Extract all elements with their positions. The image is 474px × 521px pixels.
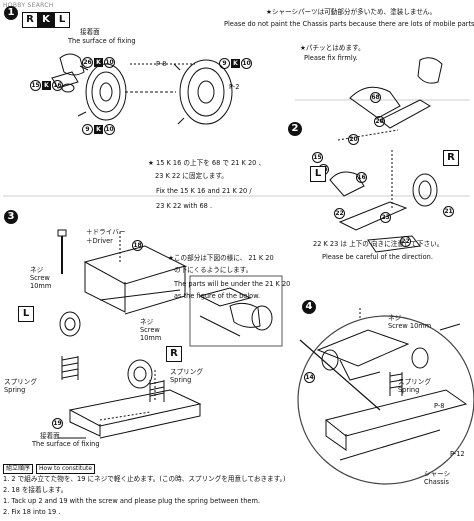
chassis-jp: シャーシ [424, 470, 451, 478]
step4-chassis-drawing [297, 308, 474, 485]
step-2-badge: 2 [288, 122, 302, 136]
part-label: 16 [356, 172, 367, 183]
driver-label-jp: ＋ドライバー [86, 228, 126, 236]
step2-suspension-drawing [329, 57, 443, 253]
step2-note-en: Please fix firmly. [304, 54, 358, 62]
part-label: 20 [374, 116, 385, 127]
screw-en: Screw [30, 274, 50, 282]
mid-note-jp1: ★ 15 K 16 の上下を 68 で 21 K 20 、 [148, 159, 266, 167]
driver-label-en: ＋Driver [86, 237, 113, 245]
howto-line: 1. Tack up 2 and 19 with the screw and p… [3, 497, 260, 505]
fix-en-step3: The surface of fixing [32, 440, 100, 448]
screw-size-2: 10mm [140, 334, 162, 342]
chassis-en: Chassis [424, 478, 449, 486]
step4-spring-jp: スプリング [398, 378, 431, 386]
step3-inset-drawing [189, 275, 283, 347]
howto-line: 1. 2 で組み立てた物を、19 にネジで軽く止めます。(この時、スプリングを用… [3, 475, 286, 483]
mid-note-en1: Fix the 15 K 16 and 21 K 20 / [156, 187, 252, 195]
step4-screw-en: Screw 10mm [388, 322, 432, 330]
box-l-step3: L [18, 306, 34, 322]
step4-spring-en: Spring [398, 386, 420, 394]
ref-label: P-2 [229, 83, 240, 91]
part-label: 21 [443, 206, 454, 217]
step-4-badge: 4 [302, 300, 316, 314]
top-note-en: Please do not paint the Chassis parts be… [224, 20, 474, 28]
box-r-step3: R [166, 346, 182, 362]
part-label: 20 [348, 134, 359, 145]
step-1-badge: 1 [4, 6, 18, 20]
spring-en: Spring [4, 386, 26, 394]
step-3-badge: 3 [4, 210, 18, 224]
mid-note-en2: 23 K 22 with 68 . [156, 202, 213, 210]
step4-screw-jp: ネジ [388, 314, 402, 322]
howto-head-en: How to constitute [36, 464, 96, 474]
spring-jp-2: スプリング [170, 368, 203, 376]
fix-jp-step3: 接着面 [40, 432, 60, 440]
part-label: 14 [304, 372, 315, 383]
step3-note-en1: The parts will be under the 21 K 20 [174, 280, 291, 288]
howto-head-jp: 組立順序 [3, 464, 34, 474]
ref-label: P-8 [156, 60, 167, 68]
ref-label: P-12 [450, 450, 465, 458]
step1-fix-surface-en: The surface of fixing [68, 37, 136, 45]
k-icon: K [42, 81, 51, 90]
direction-note-jp: 22 K 23 は 上下の 向きに注意して下さい。 [313, 240, 444, 248]
howto-line: 2. 18 を接着します。 [3, 486, 68, 494]
mid-note-jp2: 23 K 22 に固定します。 [155, 172, 228, 180]
screw-jp-2: ネジ [140, 318, 154, 326]
box-r: R [22, 12, 38, 28]
spring-jp: スプリング [4, 378, 37, 386]
step2-note-jp: ★パチッとはめます。 [300, 44, 365, 52]
box-k: K [38, 12, 54, 28]
step1-brake-disc-drawing [51, 53, 233, 125]
top-note-jp: ★シャーシパーツは可動部分が多いため、塗装しません。 [266, 8, 437, 16]
box-r-step2: R [443, 150, 459, 166]
box-l: L [54, 12, 70, 28]
part-label: 23 [380, 212, 391, 223]
part-label: 18 [132, 240, 143, 251]
part-label: 15 [312, 152, 323, 163]
k-icon: K [231, 59, 240, 68]
watermark: HOBBY SEARCH [3, 2, 54, 9]
screw-en-2: Screw [140, 326, 160, 334]
k-icon: K [94, 125, 103, 134]
step1-fix-surface-jp: 接着面 [80, 28, 100, 36]
screw-jp: ネジ [30, 266, 44, 274]
spring-en-2: Spring [170, 376, 192, 384]
box-l-step2: L [310, 166, 326, 182]
k-icon: K [94, 58, 103, 67]
part-label: 22 [400, 236, 411, 247]
part-label: 68 [370, 92, 381, 103]
direction-note-en: Please be careful of the direction. [322, 253, 433, 261]
step3-note-en2: as the figure of the below. [174, 292, 261, 300]
step3-note-jp2: の下にくるようにします。 [174, 266, 253, 274]
howto-line: 2. Fix 18 into 19 . [3, 508, 61, 516]
part-label: 22 [334, 208, 345, 219]
step3-note-jp1: ★この部分は下図の様に、 21 K 20 [168, 254, 274, 262]
step3-chassis-drawing [57, 229, 202, 439]
screw-size: 10mm [30, 282, 52, 290]
part-label: 19 [52, 418, 63, 429]
ref-label: P-8 [434, 402, 445, 410]
